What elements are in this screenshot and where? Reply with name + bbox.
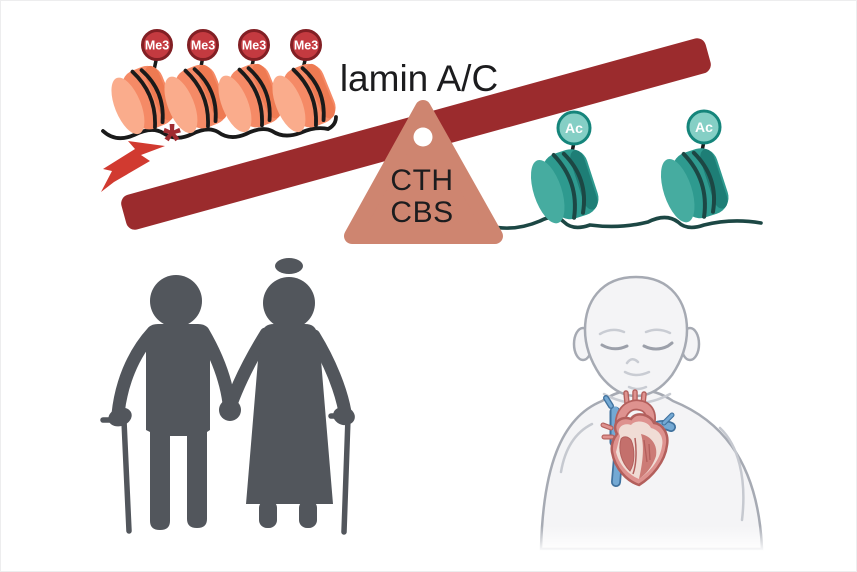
fulcrum-hole	[413, 127, 433, 147]
acetylated-chromatin: Ac Ac	[487, 109, 763, 230]
nucleosome-edge	[700, 149, 728, 209]
woman-hair-bun	[275, 258, 303, 274]
nucleosome-face	[660, 158, 695, 223]
pulmonary-branch-fill	[662, 413, 674, 425]
woman-hand	[333, 406, 355, 426]
infant-right-brow	[644, 328, 672, 335]
dna-wrap	[551, 152, 577, 220]
me3-badge: Me3	[187, 29, 219, 61]
infant-chin-crease	[627, 385, 648, 391]
mutation-asterisk: *	[163, 114, 181, 166]
me3-badge-circle	[187, 29, 219, 61]
elderly-couple-icon	[100, 258, 355, 535]
man-hand	[108, 407, 132, 427]
dna-wrap	[237, 67, 264, 128]
clasped-hands	[219, 399, 241, 421]
woman-dress	[246, 324, 333, 504]
man-cane-shaft	[121, 418, 132, 534]
dna-wrap	[246, 66, 272, 122]
dna-wrap	[130, 69, 157, 130]
dna-wrap	[691, 150, 716, 214]
left-chamber	[639, 434, 657, 479]
elderly-man	[100, 275, 236, 534]
man-body	[146, 324, 210, 530]
methylated-nucleosome	[272, 63, 336, 133]
infant-left-brow	[598, 328, 626, 336]
nucleosome-face	[111, 77, 145, 135]
fulcrum-triangle: CTH CBS	[344, 100, 503, 244]
infant-right-eye-closed	[642, 341, 674, 351]
woman-right-arm	[307, 329, 352, 419]
septum-line	[632, 437, 637, 475]
infant-icon	[528, 275, 776, 552]
infant-bottom-fade	[528, 526, 776, 552]
me3-badge: Me3	[141, 29, 173, 61]
dna-wrap	[681, 151, 707, 219]
fulcrum-label-line1: CTH	[390, 164, 453, 197]
ac-badge: Ac	[686, 109, 722, 145]
nucleosome-edge	[570, 150, 598, 210]
methylated-chromatin: Me3 Me3 Me3 Me3 *	[101, 29, 338, 192]
ac-badge-label: Ac	[695, 119, 713, 135]
dna-wrap	[291, 67, 318, 128]
infant-left-eye-closed	[600, 343, 629, 351]
chamber-striations	[643, 439, 651, 463]
me3-badge-circle	[290, 29, 322, 61]
man-head	[150, 275, 202, 327]
fulcrum-label-line2: CBS	[390, 196, 453, 229]
protein-label: lamin A/C	[340, 58, 498, 99]
methylated-nucleosome	[164, 64, 228, 134]
woman-left-foot	[259, 500, 277, 528]
infant-mouth	[623, 370, 651, 377]
dna-wrap	[192, 67, 218, 123]
me3-badge-circle	[238, 29, 270, 61]
elderly-woman	[224, 258, 355, 535]
dna-strand-right	[487, 215, 763, 230]
ac-badge: Ac	[556, 110, 592, 146]
infant-right-arm-crease	[718, 426, 745, 522]
dna-wrap	[183, 68, 210, 129]
me3-badge: Me3	[238, 29, 270, 61]
fulcrum-body	[344, 100, 503, 244]
vena-cava-branch-fill	[604, 396, 613, 408]
me3-badge-label: Me3	[294, 39, 318, 53]
nucleosome-face	[164, 76, 198, 134]
nucleosome-face	[272, 75, 306, 133]
me3-badge-label: Me3	[242, 39, 266, 53]
dna-wrap	[561, 151, 586, 215]
methylated-nucleosome	[218, 63, 282, 133]
dna-wrap	[300, 66, 326, 122]
me3-badge-label: Me3	[145, 39, 169, 53]
infant-nose	[625, 358, 640, 365]
infant-head	[583, 275, 689, 398]
ac-badge-circle	[556, 110, 592, 146]
heart-illustration	[600, 389, 676, 487]
dna-wrap	[139, 68, 165, 124]
me3-badge-circle	[141, 29, 173, 61]
woman-cane-shaft	[341, 415, 351, 535]
ac-badge-circle	[686, 109, 722, 145]
dna-strand-left	[101, 115, 338, 141]
woman-head	[263, 277, 315, 329]
me3-badge-label: Me3	[191, 39, 215, 53]
woman-right-foot	[299, 500, 317, 528]
infant-left-arm-crease	[559, 422, 594, 474]
ac-badge-label: Ac	[565, 120, 583, 136]
right-chamber	[619, 436, 635, 472]
pulmonary-veins-fill	[601, 423, 614, 439]
me3-badge: Me3	[290, 29, 322, 61]
acetylated-nucleosome	[660, 148, 729, 223]
acetylated-nucleosome	[530, 149, 599, 224]
nucleosome-face	[530, 159, 565, 224]
nucleosome-face	[218, 75, 252, 133]
lightning-bolt-icon	[101, 141, 165, 192]
methylated-nucleosome	[111, 65, 175, 135]
